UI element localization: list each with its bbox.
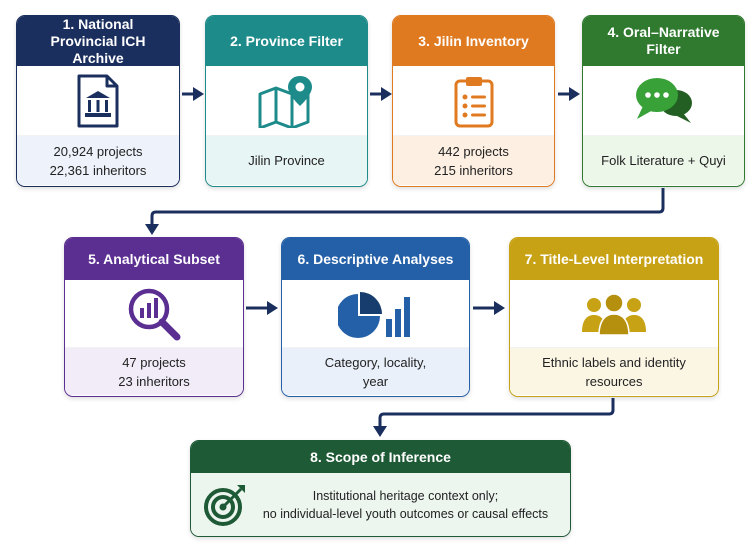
map-pin-icon	[258, 75, 312, 128]
step-4-card: 4. Oral–Narrative Filter Folk Literature…	[582, 15, 745, 187]
step-6-details: Category, locality, year	[282, 348, 469, 395]
step-1-details: 20,924 projects 22,361 inheritors	[17, 136, 179, 185]
step-5-icon-area	[65, 280, 243, 348]
step-8-line-2: no individual-level youth outcomes or ca…	[262, 506, 549, 521]
step-4-icon-area	[583, 66, 744, 136]
step-3-details: 442 projects 215 inheritors	[393, 136, 554, 185]
step-2-line-1: Jilin Province	[248, 153, 325, 168]
step-5-title: 5. Analytical Subset	[65, 238, 243, 280]
step-5-details: 47 projects 23 inheritors	[65, 348, 243, 395]
step-5-line-1: 47 projects	[122, 354, 186, 370]
step-1-title: 1. National Provincial ICH Archive	[17, 16, 179, 66]
step-8-line-1: Institutional heritage context only;	[312, 488, 499, 503]
step-1-line-1: 20,924 projects	[53, 143, 143, 159]
pie-bar-chart-icon	[337, 291, 410, 338]
step-5-card: 5. Analytical Subset 47 projects 23 inhe…	[64, 237, 244, 397]
step-7-card: 7. Title-Level Interpretation Ethnic lab…	[509, 237, 719, 397]
speech-bubbles-icon	[635, 77, 692, 123]
arrow-3-to-4	[558, 87, 580, 101]
step-7-details: Ethnic labels and identity resources	[510, 348, 718, 395]
arrow-5-to-6	[246, 301, 278, 315]
step-4-details: Folk Literature + Quyi	[583, 136, 744, 185]
archive-building-icon	[77, 74, 119, 127]
step-2-details: Jilin Province	[206, 136, 367, 185]
step-8-details: Institutional heritage context only; no …	[247, 473, 570, 536]
step-4-title: 4. Oral–Narrative Filter	[583, 16, 744, 66]
step-1-card: 1. National Provincial ICH Archive 20,92…	[16, 15, 180, 187]
step-2-title: 2. Province Filter	[206, 16, 367, 66]
arrow-7-to-8	[373, 398, 615, 437]
step-3-title: 3. Jilin Inventory	[393, 16, 554, 66]
step-7-line-1: Ethnic labels and identity	[542, 354, 686, 370]
step-2-icon-area	[206, 66, 367, 136]
step-8-body: Institutional heritage context only; no …	[191, 473, 570, 536]
step-7-title: 7. Title-Level Interpretation	[510, 238, 718, 280]
target-icon	[204, 484, 245, 526]
arrow-1-to-2	[182, 87, 204, 101]
step-2-card: 2. Province Filter Jilin Province	[205, 15, 368, 187]
step-4-line-1: Folk Literature + Quyi	[601, 153, 726, 168]
step-8-title: 8. Scope of Inference	[191, 441, 570, 473]
step-8-card: 8. Scope of Inference Institutional heri…	[190, 440, 571, 537]
step-7-icon-area	[510, 280, 718, 348]
step-7-line-2: resources	[585, 373, 643, 389]
step-6-line-1: Category, locality,	[324, 354, 427, 370]
step-3-card: 3. Jilin Inventory 442 projects 215 inhe…	[392, 15, 555, 187]
step-6-title: 6. Descriptive Analyses	[282, 238, 469, 280]
step-6-card: 6. Descriptive Analyses Category, locali…	[281, 237, 470, 397]
step-1-line-2: 22,361 inheritors	[49, 162, 147, 178]
arrow-6-to-7	[473, 301, 505, 315]
people-group-icon	[582, 292, 646, 336]
clipboard-list-icon	[454, 76, 493, 127]
arrow-4-to-5	[145, 188, 665, 235]
step-6-icon-area	[282, 280, 469, 348]
step-6-line-2: year	[362, 373, 389, 389]
step-1-icon-area	[17, 66, 179, 136]
step-3-line-1: 442 projects	[438, 143, 509, 159]
arrow-2-to-3	[370, 87, 392, 101]
step-3-line-2: 215 inheritors	[434, 162, 513, 178]
step-5-line-2: 23 inheritors	[118, 373, 190, 389]
magnifier-chart-icon	[128, 288, 181, 340]
step-3-icon-area	[393, 66, 554, 136]
